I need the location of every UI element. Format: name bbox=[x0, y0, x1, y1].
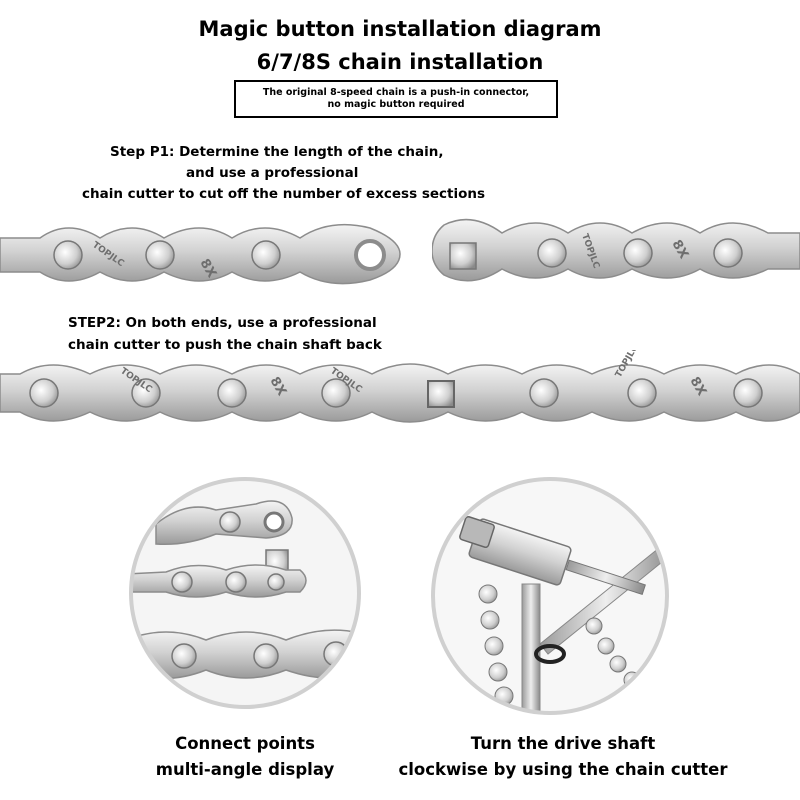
connect-points-inset bbox=[129, 477, 361, 709]
diagram-title: Magic button installation diagram bbox=[198, 17, 602, 41]
right-caption-line1: Turn the drive shaft bbox=[470, 734, 656, 753]
step1-line2: and use a professional bbox=[186, 165, 359, 181]
note-box: The original 8-speed chain is a push-in … bbox=[234, 80, 558, 118]
left-caption-line2: multi-angle display bbox=[155, 760, 335, 779]
step1-chain-right: TOPJLC 8X bbox=[432, 218, 800, 282]
note-line-2: no magic button required bbox=[327, 99, 465, 110]
note-line-1: The original 8-speed chain is a push-in … bbox=[262, 87, 530, 98]
step2-chain: TOPJLC TOPJLC TOPJLC 8X 8X bbox=[0, 350, 800, 423]
diagram-subtitle: 6/7/8S chain installation bbox=[256, 50, 544, 74]
step1-line3: chain cutter to cut off the number of ex… bbox=[82, 186, 486, 202]
right-caption-line2: clockwise by using the chain cutter bbox=[398, 760, 728, 779]
step1-line1: Step P1: Determine the length of the cha… bbox=[110, 144, 444, 160]
step2-line2: chain cutter to push the chain shaft bac… bbox=[68, 337, 382, 353]
chain-cutter-inset bbox=[431, 477, 669, 715]
step1-chain-left: TOPJLC 8X bbox=[0, 223, 401, 285]
step2-line1: STEP2: On both ends, use a professional bbox=[68, 315, 377, 331]
left-caption-line1: Connect points bbox=[175, 734, 315, 753]
